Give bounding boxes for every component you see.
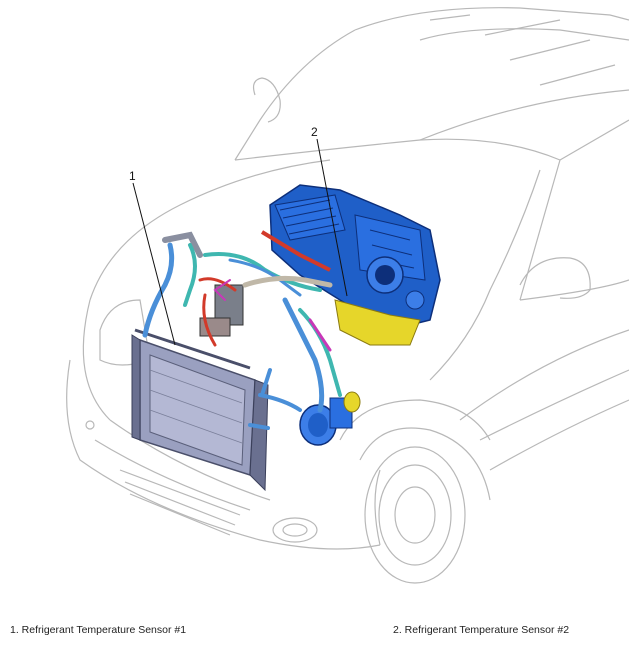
callout-line-2 [316,138,348,297]
refrigerant-lines [142,231,342,430]
callout-lines [132,138,348,346]
ac-system-diagram: 1 2 [66,7,629,584]
callout-number-2: 2 [311,125,318,139]
compressor [299,391,361,446]
car-outline [66,7,629,584]
hvac-module [260,184,441,346]
condenser [131,328,269,492]
caption-refrigerant-sensor-1: 1. Refrigerant Temperature Sensor #1 [10,624,187,636]
caption-refrigerant-sensor-2: 2. Refrigerant Temperature Sensor #2 [393,624,570,636]
callout-number-1: 1 [129,169,136,183]
callout-line-1 [132,182,176,346]
